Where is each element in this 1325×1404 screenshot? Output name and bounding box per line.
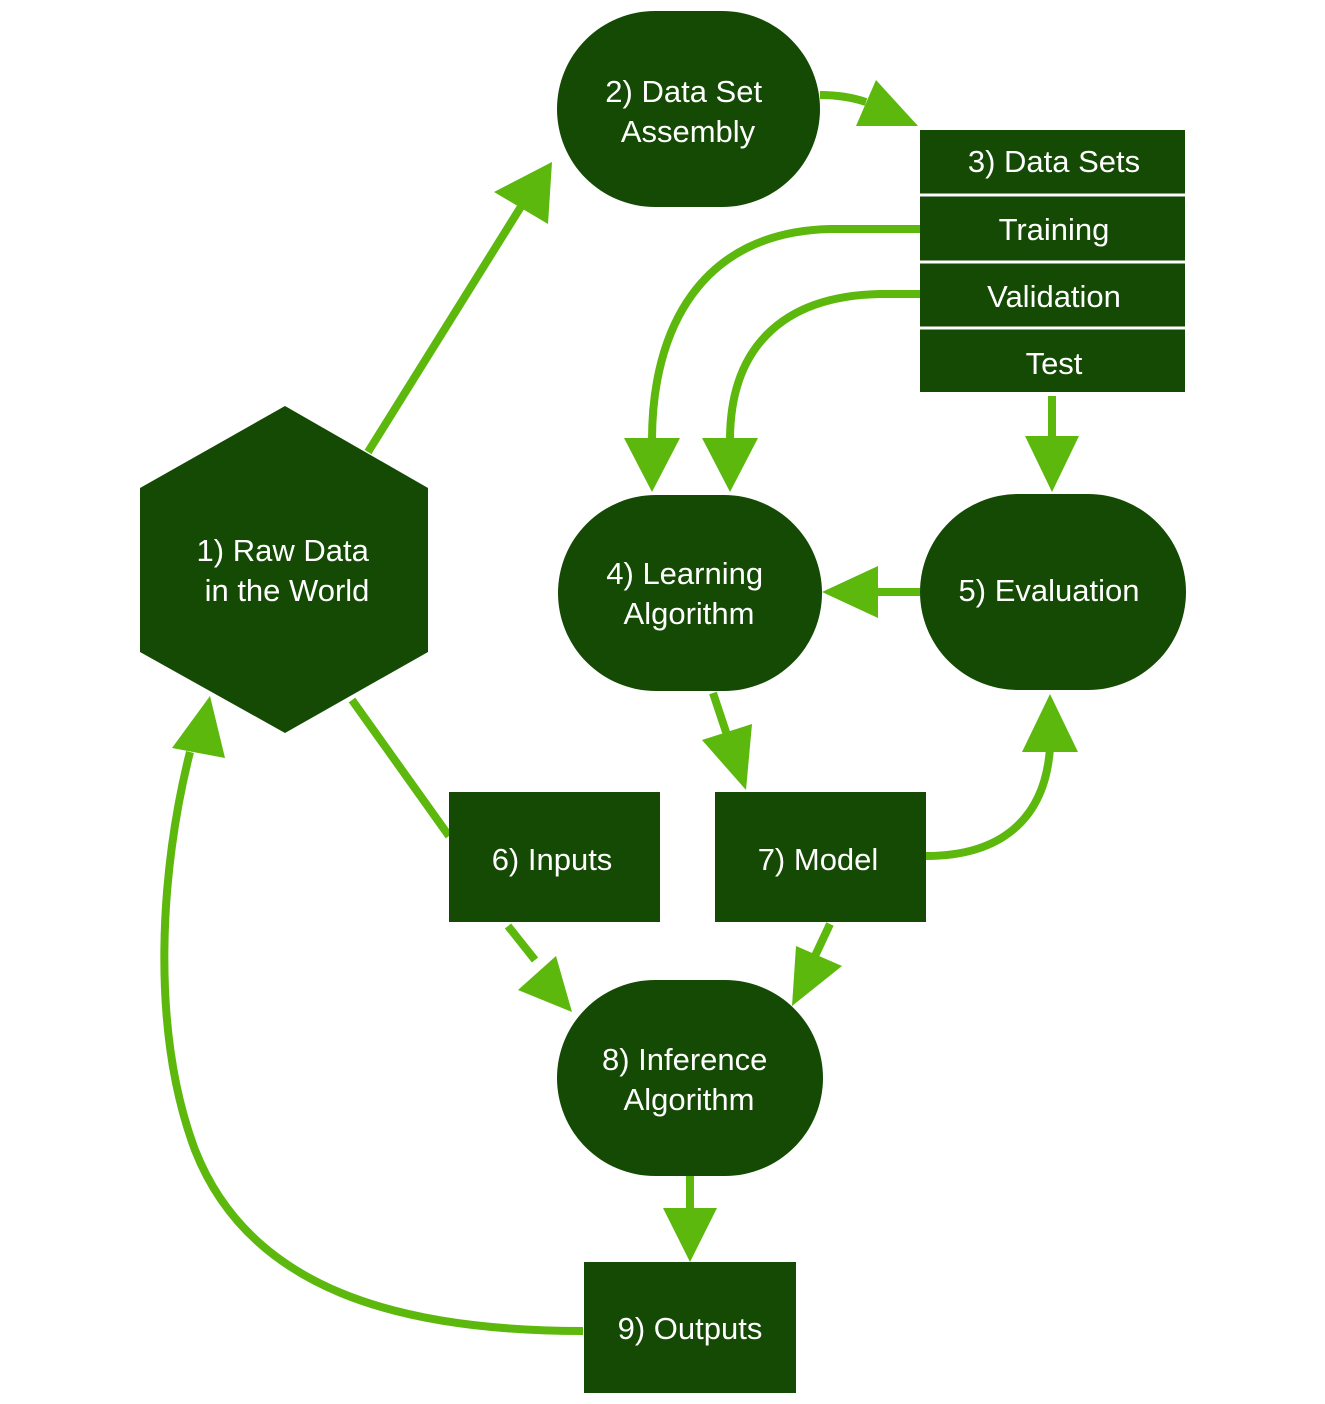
data-sets-row-test: Test [1026, 346, 1083, 381]
node-data-sets: 3) Data Sets Training Validation Test [920, 130, 1185, 392]
edge-raw-data-to-assembly [364, 162, 552, 455]
assembly-line-2: Assembly [621, 114, 756, 149]
model-label: 7) Model [758, 842, 879, 877]
inference-line-2: Algorithm [624, 1082, 755, 1117]
edge-inference-to-outputs [663, 1176, 717, 1262]
node-raw-data: 1) Raw Data in the World [140, 406, 428, 733]
edge-model-to-inference [792, 922, 842, 1006]
node-model: 7) Model [715, 792, 926, 922]
inference-line-1: 8) Inference [602, 1042, 767, 1077]
edge-model-to-evaluation [925, 694, 1078, 860]
data-sets-row-validation: Validation [987, 279, 1121, 314]
edge-raw-data-to-inputs [348, 697, 453, 839]
edges [160, 80, 1079, 1335]
evaluation-label: 5) Evaluation [959, 573, 1140, 608]
edge-assembly-to-data-sets [819, 80, 918, 126]
edge-learning-to-model [702, 691, 752, 790]
raw-data-line-2: in the World [205, 573, 370, 608]
node-learning-algorithm-label: 4) Learning Algorithm [606, 556, 771, 631]
node-inference-algorithm-label: 8) Inference Algorithm [602, 1042, 776, 1117]
raw-data-line-1: 1) Raw Data [197, 533, 370, 568]
data-sets-row-training: Training [999, 212, 1110, 247]
assembly-line-1: 2) Data Set [605, 74, 762, 109]
node-learning-algorithm: 4) Learning Algorithm [558, 495, 822, 691]
node-inputs: 6) Inputs [449, 792, 660, 922]
node-inference-algorithm: 8) Inference Algorithm [557, 980, 823, 1176]
data-sets-title: 3) Data Sets [968, 144, 1140, 179]
node-outputs: 9) Outputs [584, 1262, 796, 1393]
edge-training-to-learning [624, 225, 920, 492]
edge-outputs-to-raw-data [160, 696, 584, 1335]
node-evaluation: 5) Evaluation [920, 494, 1186, 690]
node-data-set-assembly: 2) Data Set Assembly [557, 11, 820, 207]
node-raw-data-label: 1) Raw Data in the World [197, 533, 378, 608]
edge-evaluation-to-learning [822, 566, 920, 618]
edge-test-to-evaluation [1025, 396, 1079, 492]
learning-line-2: Algorithm [624, 596, 755, 631]
inputs-label: 6) Inputs [492, 842, 613, 877]
edge-validation-to-learning [702, 290, 920, 492]
edge-inputs-to-inference [504, 923, 572, 1012]
learning-line-1: 4) Learning [606, 556, 763, 591]
outputs-label: 9) Outputs [618, 1311, 763, 1346]
node-data-set-assembly-label: 2) Data Set Assembly [605, 74, 770, 149]
